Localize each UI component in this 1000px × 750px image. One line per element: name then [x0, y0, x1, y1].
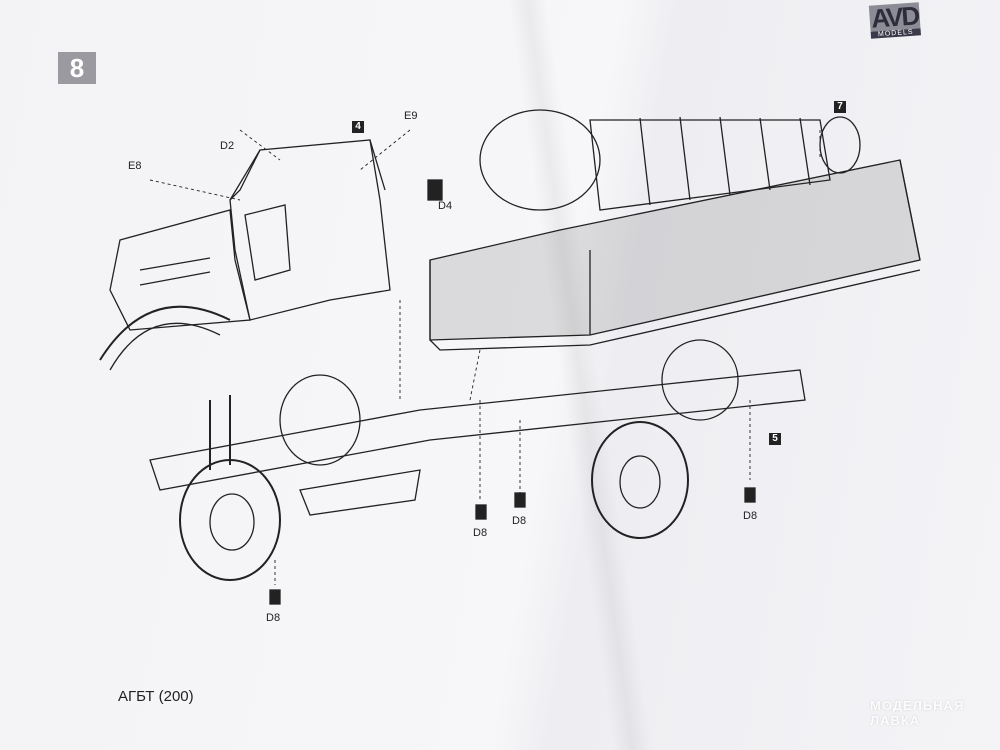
label-d8: D8 [743, 510, 758, 522]
wheels [179, 339, 739, 581]
chassis-frame [149, 369, 806, 516]
brand-logo: AVD MODELS [868, 0, 921, 39]
substep-4: 4 [352, 121, 364, 133]
label-d2: D2 [220, 140, 235, 152]
truck-cab [99, 139, 391, 371]
footer-title: АГБТ (200) [118, 688, 194, 705]
label-e9: E9 [404, 110, 418, 122]
watermark: МОДЕЛЬНАЯ ЛАВКА [870, 698, 965, 728]
substep-5: 5 [769, 433, 781, 445]
substep-7: 7 [834, 101, 846, 113]
label-d4: D4 [438, 200, 453, 212]
cargo-body [429, 159, 921, 351]
part-d4 [427, 179, 443, 201]
jet-engine [479, 109, 861, 211]
label-e8: E8 [128, 160, 142, 172]
step-number: 8 [58, 52, 96, 84]
label-d8: D8 [473, 527, 488, 539]
label-d8: D8 [512, 515, 527, 527]
bolt-parts [269, 487, 756, 605]
label-d8: D8 [266, 612, 281, 624]
assembly-guides [149, 129, 821, 585]
